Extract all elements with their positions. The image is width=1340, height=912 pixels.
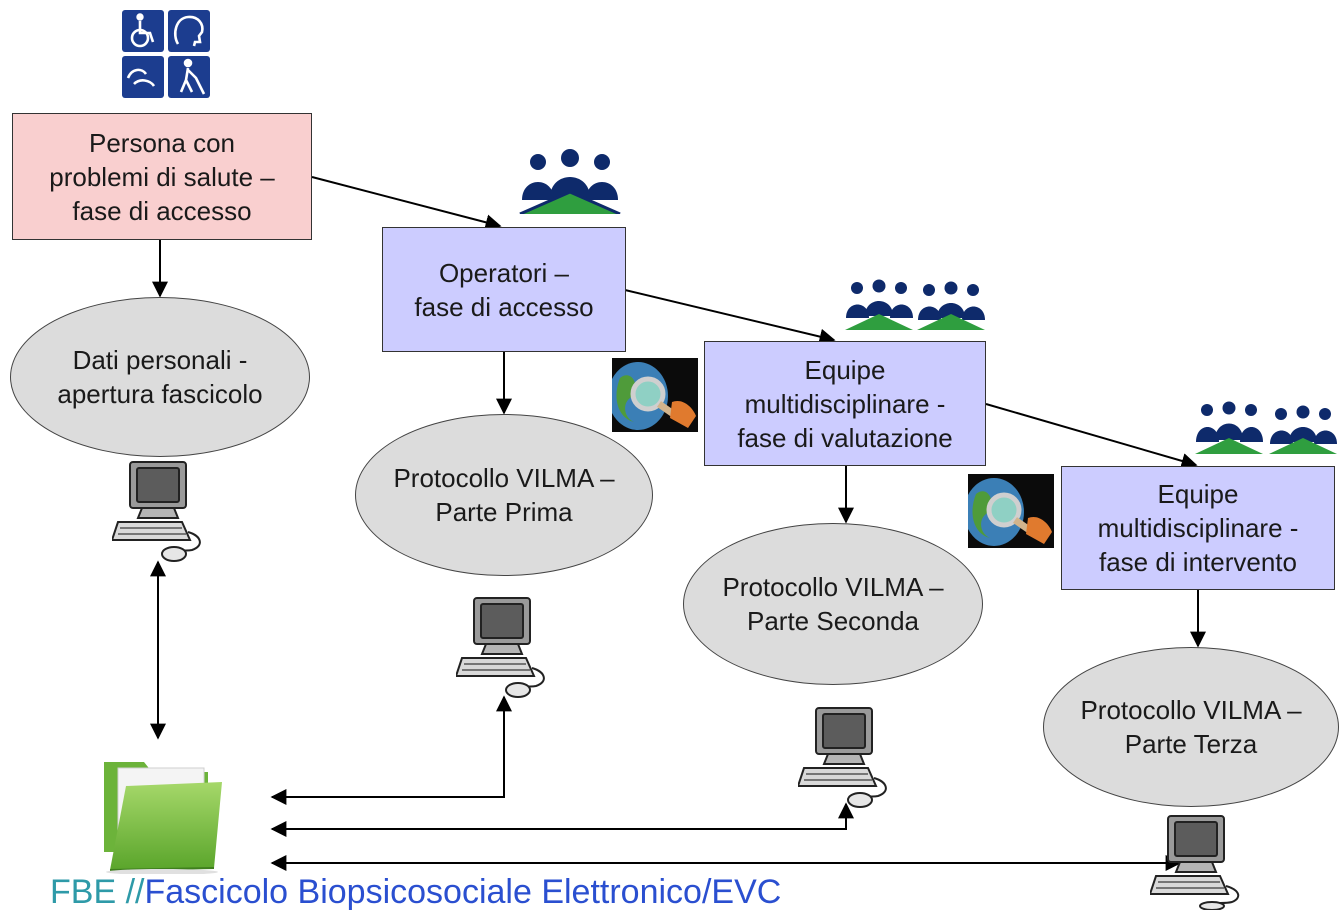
team-meeting-icon xyxy=(845,279,985,330)
persona-access-box: Persona con problemi di salute – fase di… xyxy=(12,113,312,240)
vilma-parte-terza-ellipse: Protocollo VILMA – Parte Terza xyxy=(1043,647,1339,807)
arrow-folder-vilma2 xyxy=(270,802,854,837)
magnifier-globe-icon xyxy=(612,358,698,432)
vilma-parte-seconda-ellipse: Protocollo VILMA – Parte Seconda xyxy=(683,523,983,685)
footer-caption: FBE //Fascicolo Biopsicosociale Elettron… xyxy=(50,872,781,912)
arrow-equipe-to-equipe2 xyxy=(985,403,1198,469)
arrow-operatori-to-equipe xyxy=(624,289,836,345)
folder-icon xyxy=(104,762,222,874)
footer-prefix: FBE // xyxy=(50,873,145,911)
computer-icon xyxy=(1150,815,1240,910)
computer-icon xyxy=(112,461,201,562)
operatori-access-box: Operatori – fase di accesso xyxy=(382,227,626,352)
footer-text: Fascicolo Biopsicosociale Elettronico/EV… xyxy=(144,873,782,911)
equipe-intervento-box: Equipe multidisciplinare - fase di inter… xyxy=(1061,466,1335,590)
accessibility-symbols-icon xyxy=(120,8,212,100)
vilma-parte-prima-ellipse: Protocollo VILMA – Parte Prima xyxy=(355,414,653,576)
team-meeting-icon xyxy=(1195,401,1337,454)
computer-icon xyxy=(456,597,545,698)
arrow-persona-to-operatori xyxy=(311,176,502,231)
computer-icon xyxy=(798,707,887,808)
arrow-folder-vilma1 xyxy=(270,695,512,805)
dati-personali-ellipse: Dati personali - apertura fascicolo xyxy=(10,297,310,457)
equipe-valutazione-box: Equipe multidisciplinare - fase di valut… xyxy=(704,341,986,466)
magnifier-globe-icon xyxy=(968,474,1054,548)
team-meeting-icon xyxy=(519,149,621,214)
